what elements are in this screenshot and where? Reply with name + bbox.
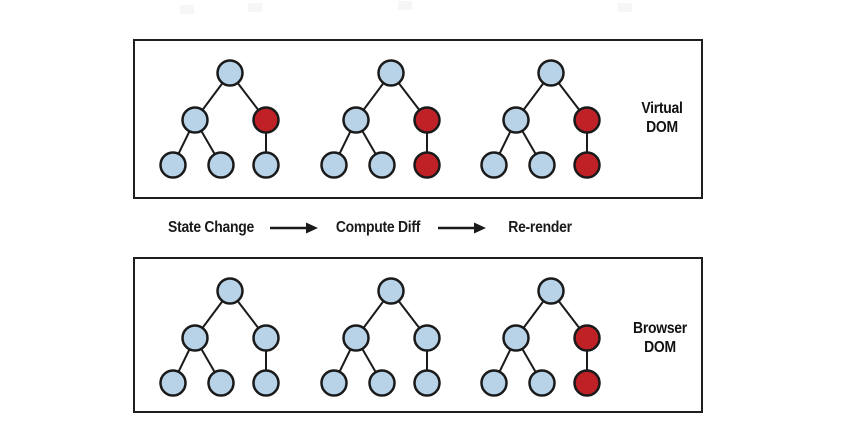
tree-node-leaf_right <box>573 369 601 397</box>
tree-node-root <box>537 59 565 87</box>
tree-node-root <box>216 277 244 305</box>
tree-node-left <box>181 324 209 352</box>
tree-node-right <box>252 324 280 352</box>
virtual-dom-label: Virtual DOM <box>622 99 701 137</box>
virtual-dom-label-line1: Virtual <box>641 100 683 117</box>
tree-node-leaf_left <box>159 369 187 397</box>
video-ghost-artifact <box>398 1 412 10</box>
dom-tree <box>480 277 601 397</box>
dom-tree <box>159 277 280 397</box>
tree-node-leaf_mid <box>528 151 556 179</box>
tree-node-leaf_left <box>159 151 187 179</box>
tree-node-leaf_mid <box>368 151 396 179</box>
tree-node-root <box>216 59 244 87</box>
video-ghost-artifact <box>180 5 194 14</box>
tree-node-leaf_left <box>320 151 348 179</box>
right-arrow-icon <box>438 222 486 234</box>
tree-node-left <box>502 106 530 134</box>
tree-node-right <box>413 106 441 134</box>
tree-node-right <box>573 106 601 134</box>
browser-dom-label-line1: Browser <box>633 320 687 337</box>
dom-tree <box>320 277 441 397</box>
tree-node-leaf_right <box>573 151 601 179</box>
virtual-dom-label-line2: DOM <box>646 119 678 136</box>
browser-dom-box: Browser DOM <box>133 257 703 413</box>
tree-node-right <box>252 106 280 134</box>
browser-dom-label: Browser DOM <box>620 319 699 357</box>
tree-node-leaf_left <box>480 151 508 179</box>
tree-node-left <box>502 324 530 352</box>
tree-node-leaf_right <box>252 151 280 179</box>
browser-dom-trees <box>159 277 601 397</box>
dom-tree <box>480 59 601 179</box>
tree-node-leaf_mid <box>207 151 235 179</box>
video-ghost-artifact <box>618 3 632 12</box>
virtual-dom-trees <box>159 59 601 179</box>
tree-node-leaf_left <box>320 369 348 397</box>
tree-node-right <box>413 324 441 352</box>
tree-node-leaf_mid <box>207 369 235 397</box>
virtual-dom-box: Virtual DOM <box>133 39 703 199</box>
tree-node-leaf_mid <box>528 369 556 397</box>
browser-dom-label-line2: DOM <box>644 339 676 356</box>
dom-tree <box>159 59 280 179</box>
flow-step-re-render: Re-render <box>508 219 572 236</box>
tree-node-left <box>181 106 209 134</box>
tree-node-root <box>377 59 405 87</box>
tree-node-left <box>342 324 370 352</box>
right-arrow-icon <box>270 222 318 234</box>
flow-step-state-change: State Change <box>168 219 254 236</box>
flow-step-compute-diff: Compute Diff <box>335 219 421 236</box>
tree-node-leaf_mid <box>368 369 396 397</box>
tree-node-leaf_right <box>413 151 441 179</box>
tree-node-right <box>573 324 601 352</box>
dom-tree <box>320 59 441 179</box>
tree-node-leaf_right <box>252 369 280 397</box>
tree-node-left <box>342 106 370 134</box>
tree-node-leaf_left <box>480 369 508 397</box>
tree-node-leaf_right <box>413 369 441 397</box>
tree-node-root <box>537 277 565 305</box>
video-ghost-artifact <box>248 3 262 12</box>
tree-node-root <box>377 277 405 305</box>
